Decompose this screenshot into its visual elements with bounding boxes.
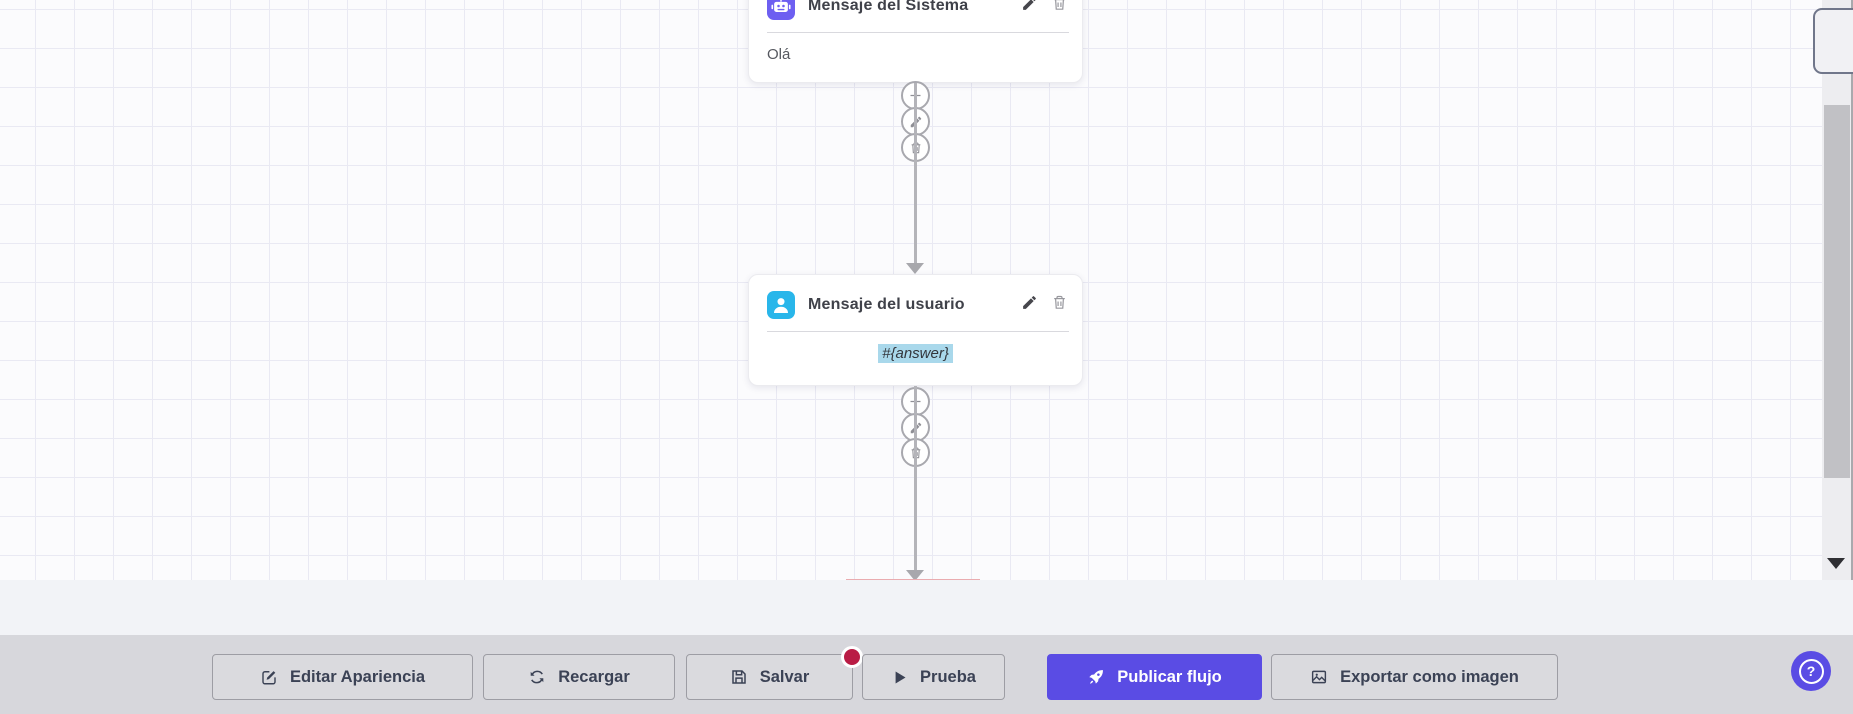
flow-canvas[interactable]: Mensaje del Sistema Olá (0, 0, 1822, 581)
connector-line (914, 386, 917, 570)
play-icon (895, 670, 906, 684)
node-header: Mensaje del usuario (749, 275, 1082, 319)
save-icon (731, 670, 746, 684)
minimap-panel[interactable] (1813, 8, 1853, 74)
button-label: Exportar como imagen (1340, 667, 1519, 686)
variable-token[interactable]: #{answer} (878, 344, 953, 363)
refresh-icon (530, 670, 544, 684)
trash-icon[interactable] (1051, 294, 1068, 316)
test-button[interactable]: Prueba (862, 654, 1005, 700)
node-body-text: Olá (767, 46, 791, 63)
node-body: #{answer} (749, 332, 1082, 375)
help-button[interactable]: ? (1791, 651, 1831, 691)
export-image-button[interactable]: Exportar como imagen (1271, 654, 1558, 700)
node-system-message[interactable]: Mensaje del Sistema Olá (748, 0, 1083, 83)
save-button[interactable]: Salvar (686, 654, 853, 700)
connector-arrow (906, 570, 924, 581)
button-label: Recargar (558, 667, 630, 686)
reload-button[interactable]: Recargar (483, 654, 675, 700)
robot-icon (767, 0, 795, 20)
node-divider (767, 331, 1069, 332)
button-label: Prueba (920, 667, 976, 686)
image-icon (1312, 670, 1327, 684)
help-label: ? (1806, 663, 1816, 679)
node-title: Mensaje del Sistema (808, 0, 969, 14)
trash-icon[interactable] (1051, 0, 1068, 17)
scrollbar-down-arrow-icon[interactable] (1827, 558, 1845, 569)
publish-flow-button[interactable]: Publicar flujo (1047, 654, 1262, 700)
button-label: Editar Apariencia (289, 667, 426, 686)
canvas-footer-strip (0, 580, 1853, 635)
pencil-icon[interactable] (1021, 0, 1038, 17)
node-header: Mensaje del Sistema (749, 0, 1082, 20)
button-label: Salvar (759, 667, 810, 686)
unsaved-changes-badge (841, 646, 863, 668)
node-title: Mensaje del usuario (808, 296, 965, 313)
question-icon: ? (1798, 658, 1824, 684)
connector-line (914, 83, 917, 264)
edit-appearance-button[interactable]: Editar Apariencia (212, 654, 473, 700)
node-user-message[interactable]: Mensaje del usuario #{answer} (748, 274, 1083, 386)
user-icon (767, 291, 795, 319)
pencil-icon[interactable] (1021, 294, 1038, 316)
rocket-icon (1089, 670, 1104, 684)
connector-arrow (906, 263, 924, 274)
button-label: Publicar flujo (1117, 667, 1222, 686)
edit-square-icon (262, 671, 276, 685)
scrollbar-thumb[interactable] (1824, 105, 1850, 478)
node-divider (767, 32, 1069, 33)
